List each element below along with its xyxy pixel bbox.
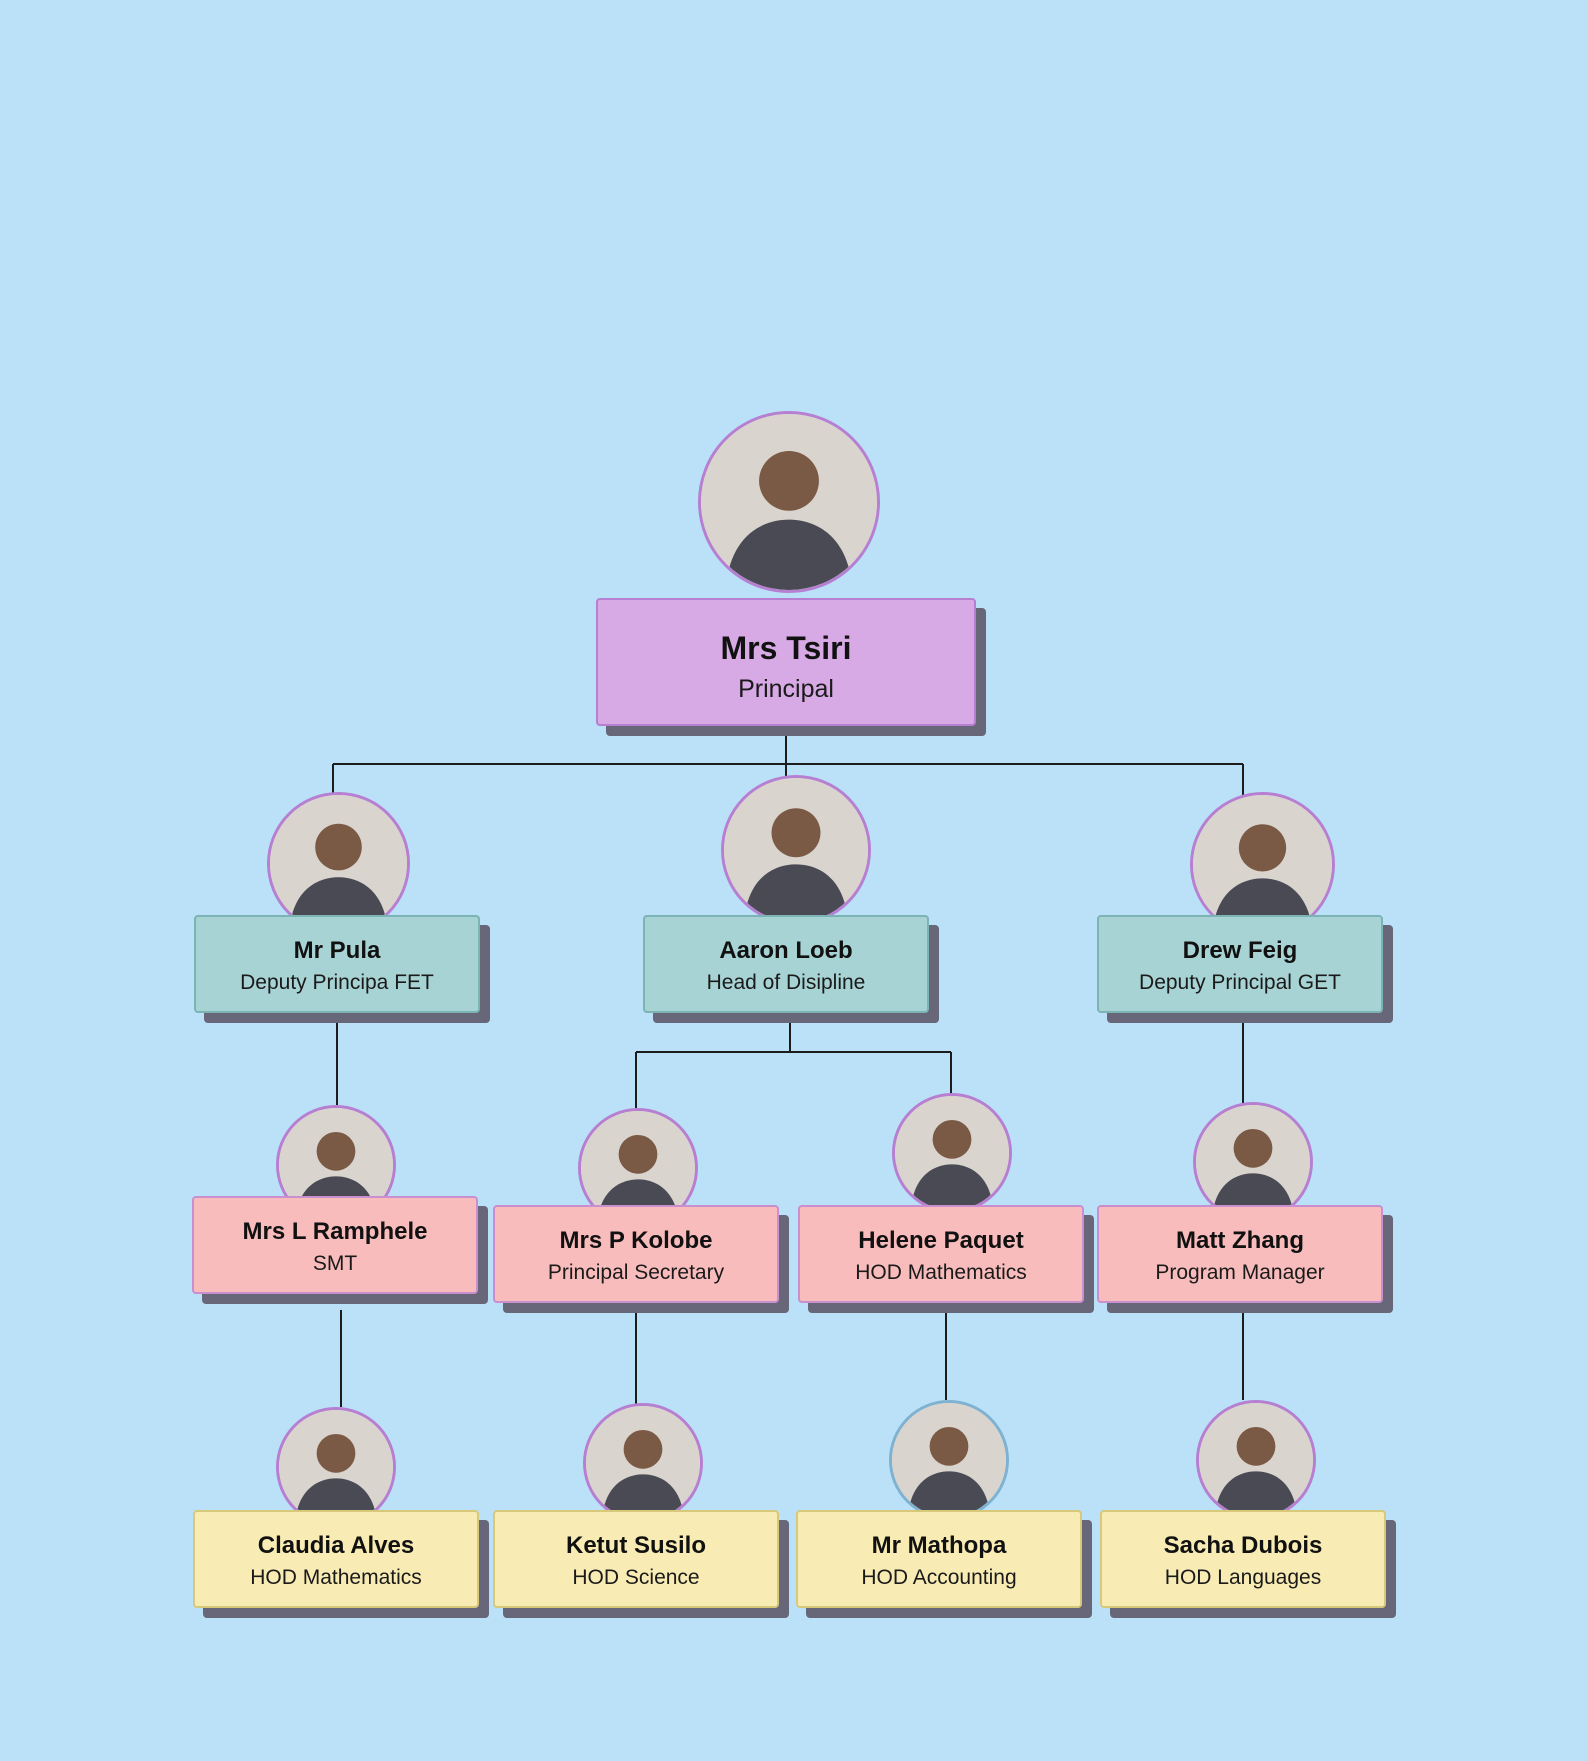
card-face: [493, 1205, 779, 1303]
mathopa-photo: [889, 1400, 1009, 1520]
alves-card[interactable]: Claudia Alves HOD Mathematics: [193, 1510, 489, 1618]
alves-name: Claudia Alves: [257, 1532, 415, 1559]
susilo-role: HOD Science: [572, 1566, 700, 1589]
card-face: [493, 1510, 779, 1608]
dubois-card[interactable]: Sacha Dubois HOD Languages: [1100, 1510, 1396, 1618]
mathopa-card[interactable]: Mr Mathopa HOD Accounting: [796, 1510, 1092, 1618]
card-face: [194, 915, 480, 1013]
susilo-card[interactable]: Ketut Susilo HOD Science: [493, 1510, 789, 1618]
dubois-name: Sacha Dubois: [1163, 1532, 1323, 1559]
card-face: [1097, 1205, 1383, 1303]
paquet-card[interactable]: Helene Paquet HOD Mathematics: [798, 1205, 1094, 1313]
susilo-name: Ketut Susilo: [565, 1532, 706, 1559]
principal-name: Mrs Tsiri: [720, 630, 852, 666]
susilo-photo: [583, 1403, 703, 1523]
zhang-photo: [1193, 1102, 1313, 1222]
paquet-photo: [892, 1093, 1012, 1213]
ramphele-role: SMT: [312, 1252, 358, 1275]
pula-photo: [267, 792, 410, 935]
card-face: [193, 1510, 479, 1608]
feig-name: Drew Feig: [1182, 937, 1298, 964]
card-face: [643, 915, 929, 1013]
feig-role: Deputy Principal GET: [1139, 971, 1341, 994]
mathopa-role: HOD Accounting: [861, 1566, 1017, 1589]
principal-card[interactable]: Mrs Tsiri Principal: [596, 598, 986, 736]
loeb-card[interactable]: Aaron Loeb Head of Disipline: [643, 915, 939, 1023]
pula-card[interactable]: Mr Pula Deputy Principa FET: [194, 915, 490, 1023]
kolobe-role: Principal Secretary: [547, 1261, 725, 1284]
pula-role: Deputy Principa FET: [240, 971, 434, 994]
principal-photo: [698, 411, 880, 593]
feig-card[interactable]: Drew Feig Deputy Principal GET: [1097, 915, 1393, 1023]
card-face: [1097, 915, 1383, 1013]
connector-principal-to-tier1: [332, 725, 1244, 795]
alves-role: HOD Mathematics: [250, 1566, 422, 1589]
connector-loeb-to-tier2: [635, 1020, 952, 1108]
alves-photo: [276, 1407, 396, 1527]
kolobe-card[interactable]: Mrs P Kolobe Principal Secretary: [493, 1205, 789, 1313]
zhang-name: Matt Zhang: [1176, 1227, 1304, 1254]
card-face: [1100, 1510, 1386, 1608]
ramphele-name: Mrs L Ramphele: [242, 1218, 428, 1245]
paquet-role: HOD Mathematics: [855, 1261, 1027, 1284]
zhang-role: Program Manager: [1155, 1261, 1325, 1284]
loeb-role: Head of Disipline: [706, 971, 866, 994]
mathopa-name: Mr Mathopa: [871, 1532, 1007, 1559]
principal-role: Principal: [738, 675, 834, 703]
pula-name: Mr Pula: [293, 937, 381, 964]
paquet-name: Helene Paquet: [858, 1227, 1024, 1254]
card-face: [798, 1205, 1084, 1303]
card-face: [192, 1196, 478, 1294]
card-face: [596, 598, 976, 726]
kolobe-name: Mrs P Kolobe: [559, 1227, 713, 1254]
card-face: [796, 1510, 1082, 1608]
loeb-name: Aaron Loeb: [719, 937, 853, 964]
ramphele-card[interactable]: Mrs L Ramphele SMT: [192, 1196, 488, 1304]
dubois-photo: [1196, 1400, 1316, 1520]
zhang-card[interactable]: Matt Zhang Program Manager: [1097, 1205, 1393, 1313]
loeb-photo: [721, 775, 871, 925]
dubois-role: HOD Languages: [1164, 1566, 1322, 1589]
